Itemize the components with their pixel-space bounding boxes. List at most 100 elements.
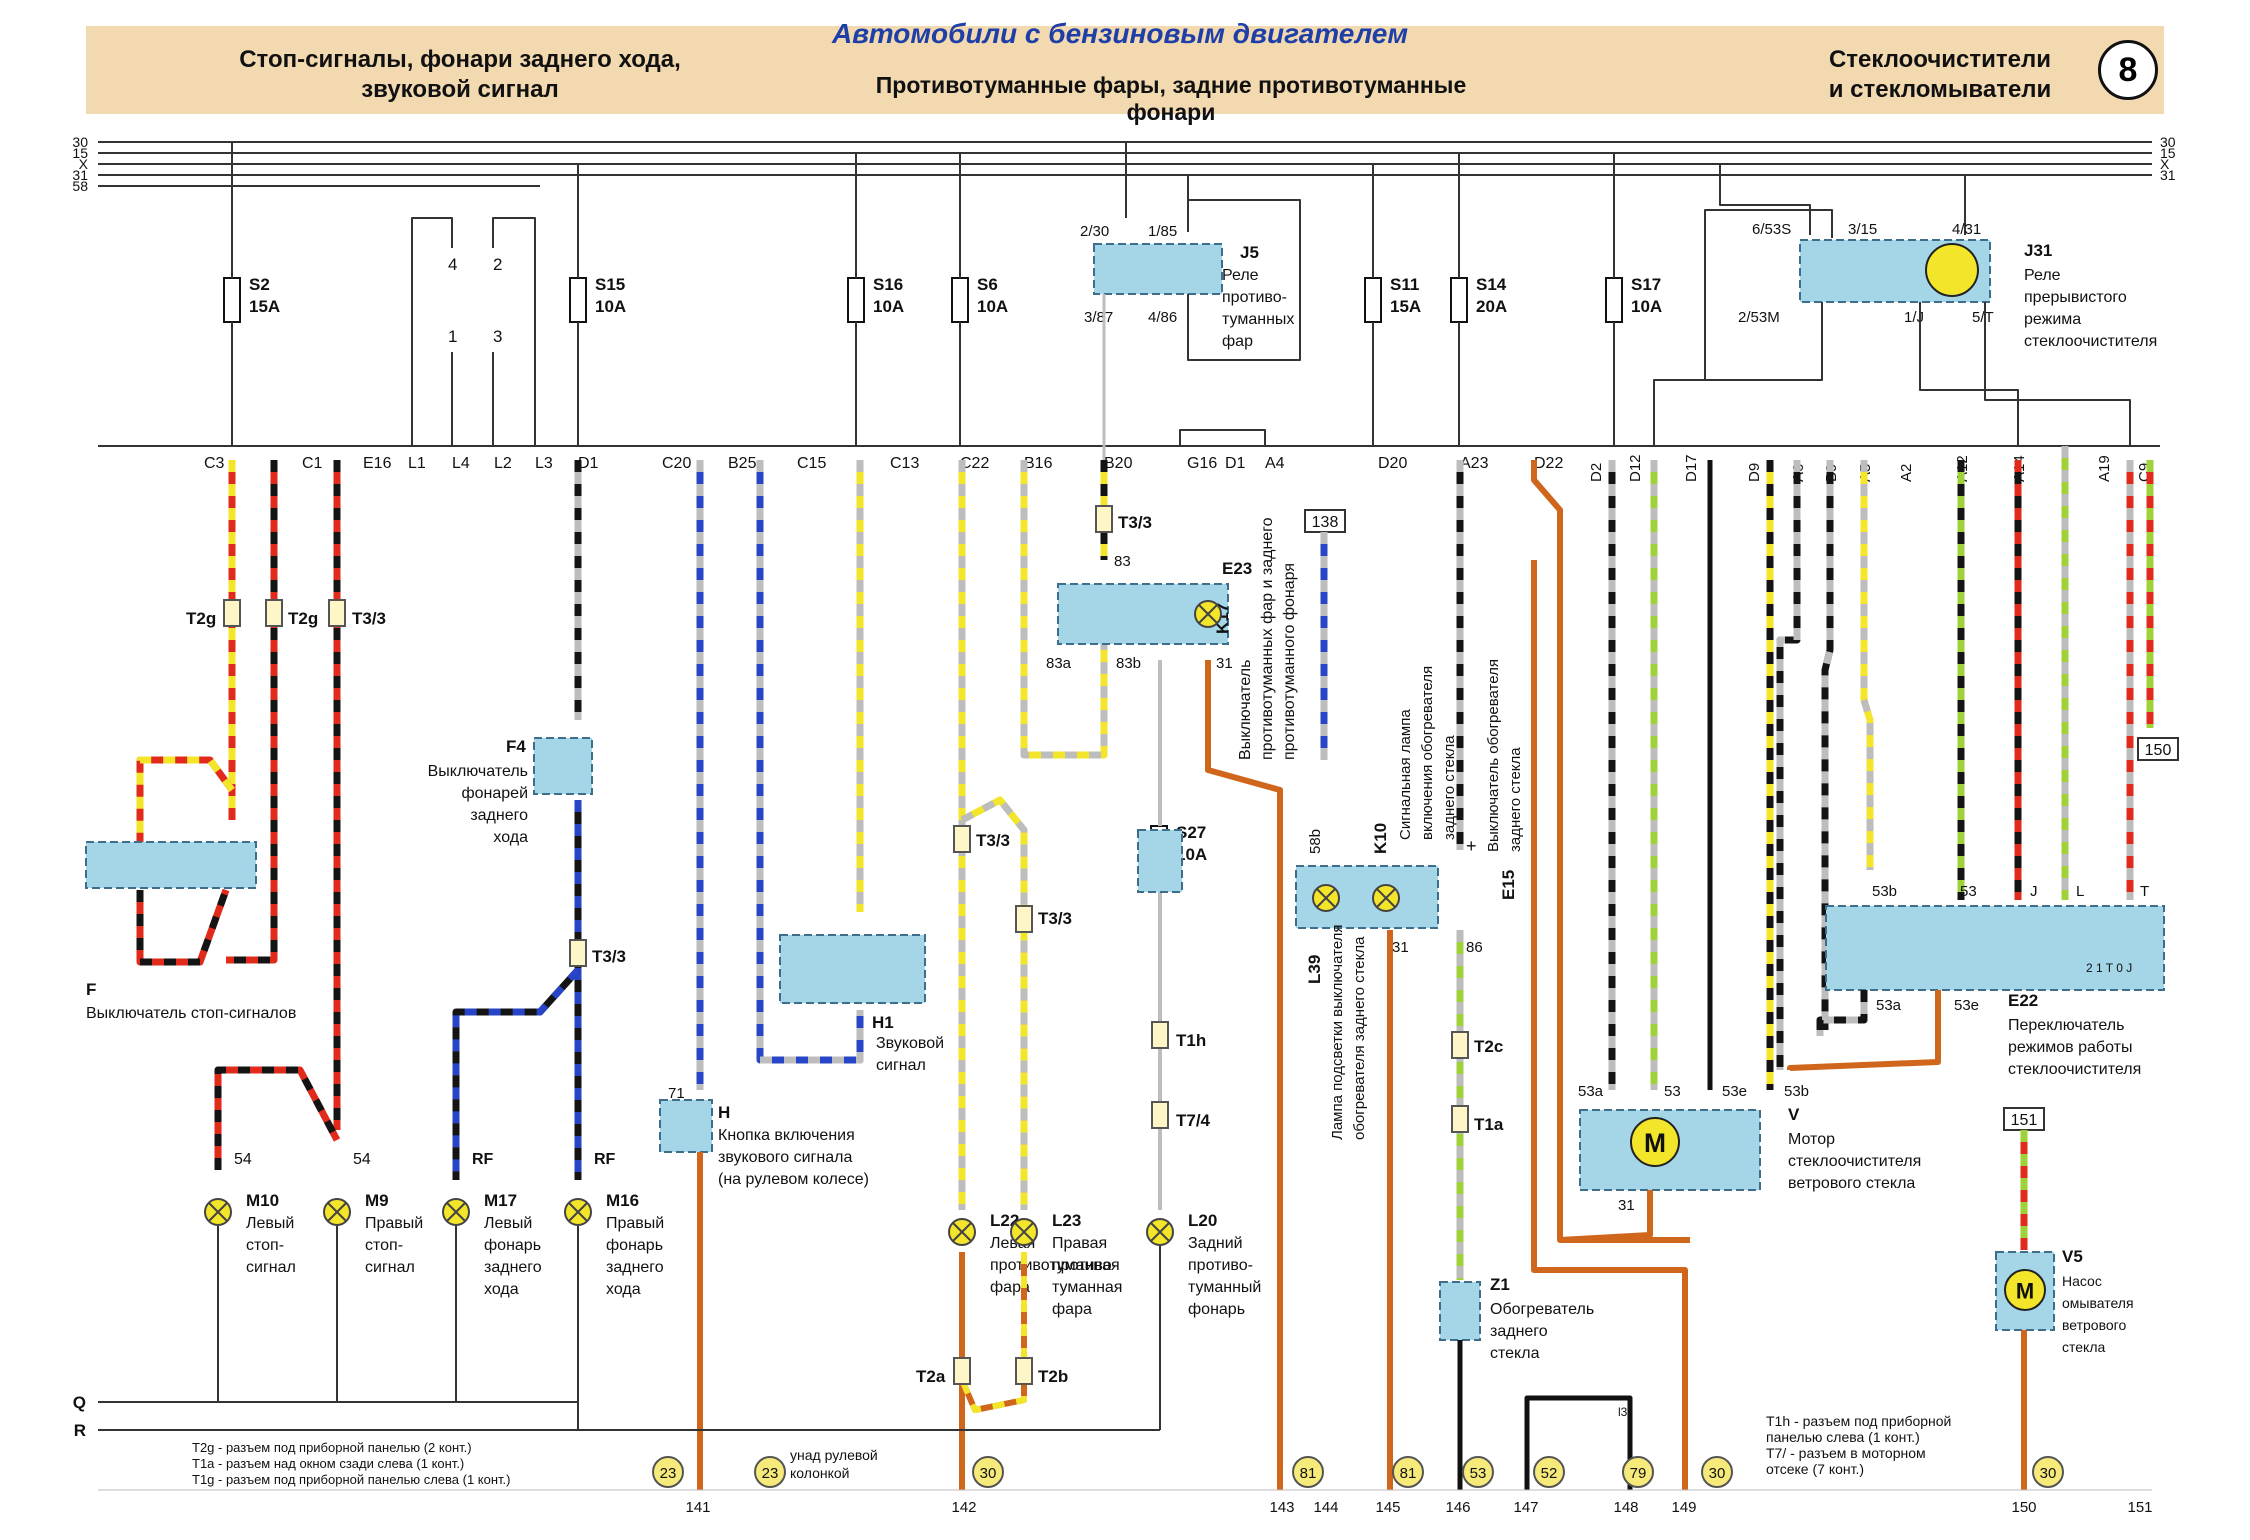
plug-label-t3-3-5: T3/3 bbox=[1118, 513, 1152, 532]
switch-f-box bbox=[85, 841, 257, 889]
connector-C15: C15 bbox=[797, 455, 826, 472]
ground-marker-2-label: 30 bbox=[980, 1465, 997, 1482]
note-left-0: T2g - разъем под приборной панелью (2 ко… bbox=[192, 1440, 472, 1455]
ground-marker-6-label: 52 bbox=[1541, 1465, 1558, 1482]
lamp-L23-x2 bbox=[1014, 1222, 1034, 1242]
switch-e23-pin-83b: 83b bbox=[1116, 655, 1141, 672]
ground-note-23-line-1: унад рулевой bbox=[790, 1447, 878, 1463]
terminal-loop-1 bbox=[411, 217, 453, 446]
wiper-motor-pin-53: 53 bbox=[1664, 1083, 1681, 1100]
plug-t3-3-3 bbox=[953, 825, 971, 853]
lamp-desc-L23-0: Правая bbox=[1052, 1235, 1107, 1252]
horn-button-desc-1: Кнопка включения bbox=[718, 1127, 855, 1144]
heater-z1-desc-0: Обогреватель bbox=[1490, 1301, 1594, 1318]
ref-151-label: 151 bbox=[2011, 1112, 2038, 1129]
fuse-rating-S6: 10A bbox=[977, 297, 1008, 316]
switch-f-desc: Выключатель стоп-сигналов bbox=[86, 1005, 296, 1022]
wire-v-ground bbox=[1559, 1190, 1653, 1243]
ground-marker-5-label: 53 bbox=[1470, 1465, 1487, 1482]
lamp-desc-M17-0: Левый bbox=[484, 1215, 532, 1232]
fuse-S15 bbox=[569, 277, 587, 323]
relay-j31-pin-2: 4/31 bbox=[1952, 221, 1981, 238]
washer-pump-v5-m bbox=[2004, 1269, 2046, 1311]
fuse-id-S15: S15 bbox=[595, 275, 625, 294]
ground-marker-6 bbox=[1533, 1456, 1565, 1488]
plug-t3-3-1 bbox=[328, 599, 346, 627]
relay-j5-id: J5 bbox=[1240, 243, 1259, 262]
connector-G16: G16 bbox=[1187, 455, 1217, 472]
wire-f-loop-stripe bbox=[136, 756, 235, 860]
j31-out-j bbox=[1919, 302, 2019, 446]
connector-A23: A23 bbox=[1460, 455, 1489, 472]
fuse-rating-S27: 10A bbox=[1176, 845, 1207, 864]
bus-label-right-X: X bbox=[2160, 156, 2170, 172]
switch-k10-id: K10 bbox=[1371, 823, 1390, 854]
relay-j31-transistor bbox=[1925, 243, 1979, 297]
switch-e23-id: E23 bbox=[1222, 559, 1252, 578]
wire-e23-ground bbox=[1205, 660, 1283, 1490]
center-title: Противотуманные фары, задние противотума… bbox=[875, 72, 1467, 125]
switch-e22-pin-53: 53 bbox=[1960, 883, 1977, 900]
relay-j31-pin-5: 5/T bbox=[1972, 309, 1994, 326]
ground-marker-2 bbox=[972, 1456, 1004, 1488]
note-right-2: T7/ - разъем в моторном bbox=[1766, 1445, 1926, 1461]
wire-a5 bbox=[1860, 460, 1874, 870]
ref-150 bbox=[2137, 737, 2179, 761]
lamp-desc-M9-1: стоп- bbox=[365, 1237, 403, 1254]
lamp-id-M9: M9 bbox=[365, 1191, 389, 1210]
terminal-label-2: 2 bbox=[493, 255, 502, 274]
lamp-id-M17: M17 bbox=[484, 1191, 517, 1210]
connector-B25: B25 bbox=[728, 455, 757, 472]
lamp-desc-L20-3: фонарь bbox=[1188, 1301, 1245, 1318]
lamp-desc-M16-3: хода bbox=[606, 1281, 641, 1298]
fuse-id-S14: S14 bbox=[1476, 275, 1507, 294]
lamp-desc-L20-0: Задний bbox=[1188, 1235, 1243, 1252]
switch-e22-scale: 2 1 T 0 J bbox=[2086, 961, 2132, 975]
plug-label-t3-3-3: T3/3 bbox=[976, 831, 1010, 850]
wire-a6-loop-stripe bbox=[1776, 460, 1801, 1070]
connector-D2: D2 bbox=[1588, 463, 1605, 482]
plug-label-t2g-1: T2g bbox=[186, 609, 216, 628]
fuse-rating-S14: 20A bbox=[1476, 297, 1507, 316]
fuse-rating-S17: 10A bbox=[1631, 297, 1662, 316]
lamp-pin-M10: 54 bbox=[234, 1151, 252, 1168]
horn-button-pin: 71 bbox=[668, 1085, 685, 1102]
fuse-S17 bbox=[1605, 277, 1623, 323]
column-number-143: 143 bbox=[1269, 1499, 1294, 1516]
plug-t2c bbox=[1451, 1031, 1469, 1059]
fuse-id-S27: S27 bbox=[1176, 823, 1206, 842]
switch-f4-desc-2: заднего bbox=[470, 807, 528, 824]
bus-label-right-30: 30 bbox=[2160, 134, 2176, 150]
lamp-desc-L23-3: фара bbox=[1052, 1301, 1092, 1318]
switch-l39-desc-1: Лампа подсветки выключателя bbox=[1329, 924, 1346, 1140]
lamp-k10-x2 bbox=[1376, 888, 1396, 908]
g16-bridge bbox=[1179, 429, 1266, 446]
fuse-id-S16: S16 bbox=[873, 275, 903, 294]
fuse-rating-S16: 10A bbox=[873, 297, 904, 316]
connector-A2: A2 bbox=[1898, 464, 1915, 482]
relay-j5-pin-2: 3/87 bbox=[1084, 309, 1113, 326]
fuse-id-S6: S6 bbox=[977, 275, 998, 294]
wiper-motor-desc-0: Мотор bbox=[1788, 1131, 1835, 1148]
relay-j31-pin-3: 2/53M bbox=[1738, 309, 1780, 326]
relay-j31-pin-0: 6/53S bbox=[1752, 221, 1791, 238]
lamp-desc-M17-2: заднего bbox=[484, 1259, 542, 1276]
connector-L4: L4 bbox=[452, 455, 470, 472]
j31-out-53m bbox=[1653, 302, 1823, 446]
right-title-line-2: и стекломыватели bbox=[1828, 76, 2052, 103]
column-number-151: 151 bbox=[2127, 1499, 2152, 1516]
switch-e22-pin-53e: 53e bbox=[1954, 997, 1979, 1014]
note-right-1: панелью слева (1 конт.) bbox=[1766, 1429, 1920, 1445]
bus-label-58: 58 bbox=[72, 178, 88, 194]
relay-j31-pin-1: 3/15 bbox=[1848, 221, 1877, 238]
note-left-2: T1g - разъем под приборной панелью слева… bbox=[192, 1472, 511, 1487]
switch-k10-desc-1: Сигнальная лампа bbox=[1397, 709, 1414, 840]
column-number-149: 149 bbox=[1671, 1499, 1696, 1516]
bus-label-15: 15 bbox=[72, 145, 88, 161]
ground-marker-5 bbox=[1462, 1456, 1494, 1488]
plug-label-t2c: T2c bbox=[1474, 1037, 1503, 1056]
horn-h1-id: H1 bbox=[872, 1013, 894, 1032]
horn-button-desc-2: звукового сигнала bbox=[718, 1149, 852, 1166]
wiper-motor-pin-53a: 53a bbox=[1578, 1083, 1604, 1100]
